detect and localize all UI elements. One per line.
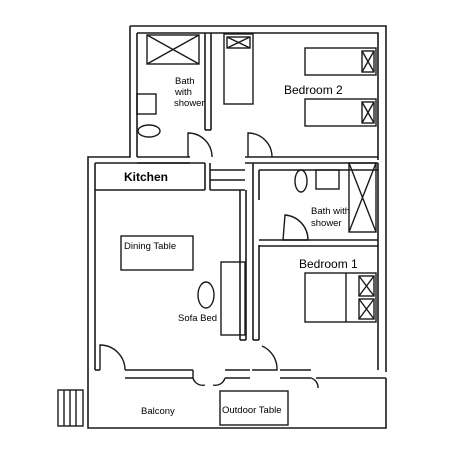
- dining-table: [120, 235, 194, 271]
- toilet-right: [294, 169, 308, 193]
- bathtub-right: [348, 162, 377, 233]
- label-bath-top-3: shower: [174, 98, 205, 109]
- washbasin-right: [315, 169, 340, 190]
- label-bedroom-2: Bedroom 2: [284, 83, 343, 97]
- label-bath-right-1: Bath with: [311, 206, 350, 217]
- coffee-table: [197, 281, 215, 309]
- sofa-bed: [220, 261, 246, 336]
- washbasin-top: [136, 93, 157, 115]
- label-bath-right-2: shower: [311, 218, 342, 229]
- label-kitchen: Kitchen: [124, 170, 168, 184]
- outdoor-table: [219, 390, 289, 426]
- bathtub-top: [146, 34, 200, 65]
- toilet-top: [137, 124, 161, 138]
- label-bedroom-1: Bedroom 1: [299, 257, 358, 271]
- bed-bedroom2-single: [223, 33, 254, 105]
- label-bath-top-2: with: [174, 87, 192, 98]
- label-sofa-bed: Sofa Bed: [178, 313, 217, 324]
- label-dining-table: Dining Table: [124, 241, 176, 252]
- label-outdoor-table: Outdoor Table: [222, 405, 282, 416]
- balcony-stairs: [57, 389, 84, 427]
- bed-bedroom2-upper: [304, 47, 377, 76]
- bed-bedroom2-lower: [304, 98, 377, 127]
- bed-bedroom1: [304, 272, 377, 323]
- label-balcony: Balcony: [141, 406, 175, 417]
- label-bath-top-1: Bath: [175, 76, 195, 87]
- plan-walls: [87, 25, 387, 429]
- door-swings: [99, 132, 319, 389]
